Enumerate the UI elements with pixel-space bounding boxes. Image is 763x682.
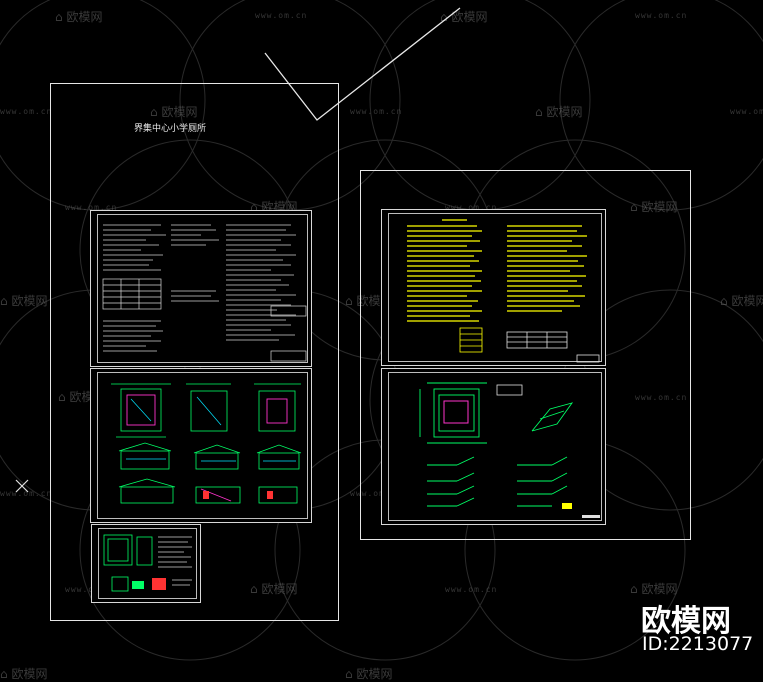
watermark-url: www.om.cn: [350, 489, 403, 498]
watermark-logo: ⌂ 欧模网: [440, 10, 488, 24]
watermark-url: www.om.cn: [255, 11, 308, 20]
sheet-border: [388, 372, 602, 521]
watermark-url: www.om.cn: [0, 489, 53, 498]
sheet-border: [388, 213, 602, 362]
watermark-logo: ⌂ 欧模网: [250, 582, 298, 596]
watermark-logo: ⌂ 欧模网: [0, 294, 48, 308]
watermark-url: www.om.cn: [445, 203, 498, 212]
sheet-plumbing-content: [419, 382, 600, 518]
sheet-design-notes[interactable]: [90, 210, 312, 367]
watermark-logo: ⌂ 欧模网: [720, 294, 763, 308]
sheet-plumbing-notes[interactable]: [381, 209, 606, 366]
watermark-logo: ⌂ 欧模网: [630, 582, 678, 596]
watermark-logo: ⌂ 欧模网: [55, 10, 103, 24]
watermark-logo: ⌂ 欧模网: [630, 200, 678, 214]
watermark-url: www.om.cn: [635, 11, 688, 20]
watermark-url: www.om.cn: [730, 107, 763, 116]
sheet-details[interactable]: [91, 524, 201, 603]
watermark-url: www.om.cn: [65, 203, 118, 212]
badge-id: ID:2213077: [642, 633, 754, 655]
sheet-yellow-notes-content: [407, 219, 600, 363]
watermark-url: www.om.cn: [65, 585, 117, 594]
badge-logo: 欧模网: [641, 604, 731, 639]
layout-frame-left[interactable]: [50, 83, 339, 621]
watermark-url: www.om.cn: [635, 393, 688, 402]
sheet-plans-content: [111, 383, 302, 504]
watermark-logo: ⌂ 欧模网: [150, 105, 198, 119]
sheet-border: [97, 372, 308, 519]
watermark-logo: ⌂ 欧模网: [535, 105, 583, 119]
watermark-url: www.om.cn: [445, 585, 498, 594]
sheet-plans-elevations[interactable]: [90, 368, 312, 523]
watermark-url: www.om.cn: [0, 107, 53, 116]
sheet-border: [97, 214, 308, 363]
sheet-plumbing-layout[interactable]: [381, 368, 606, 525]
layout-frame-right[interactable]: [360, 170, 691, 540]
sheet-border: [98, 528, 197, 599]
watermark-url: www.om.cn: [350, 107, 403, 116]
sheet-details-content: [103, 534, 192, 592]
crosshair-icon: [15, 479, 29, 493]
drawing-title: 界集中心小学厕所: [134, 124, 207, 134]
sheet-notes-content: [102, 224, 307, 362]
